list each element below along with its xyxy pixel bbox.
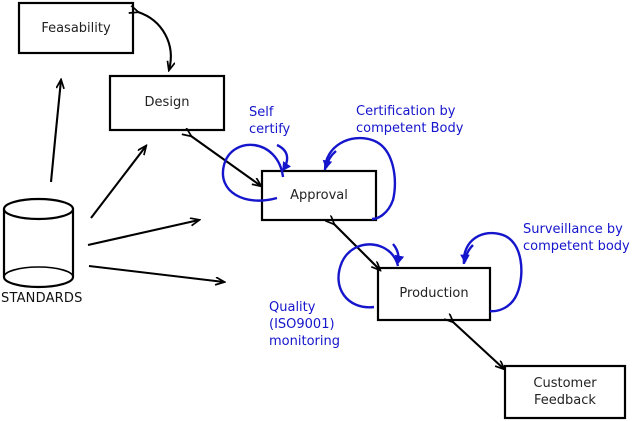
node-customer-feedback[interactable] — [503, 364, 627, 420]
annotation-certification-by-competent-body: Certification by competent Body — [356, 104, 464, 136]
loop-self-certify — [221, 143, 287, 202]
annotation-self-certify: Self certify — [249, 105, 291, 137]
edge-standards-approval — [87, 220, 199, 247]
node-approval[interactable] — [260, 169, 378, 222]
node-standards-cylinder[interactable] — [2, 197, 75, 289]
edge-standards-feasability — [49, 80, 61, 183]
loop-quality-monitoring — [337, 243, 398, 309]
node-production[interactable] — [376, 266, 492, 322]
loop-surveillance — [464, 231, 523, 313]
annotation-quality-iso9001-monitoring: Quality (ISO9001) monitoring — [269, 300, 340, 349]
edge-standards-production — [88, 264, 224, 282]
edge-feasability-design — [138, 12, 171, 70]
edge-production-customer-feedback — [453, 322, 504, 369]
loop-certification — [325, 136, 397, 221]
annotation-surveillance-by-competent-body: Surveillance by competent body — [523, 222, 630, 254]
edge-standards-design — [90, 146, 146, 219]
node-feasability[interactable] — [17, 1, 135, 55]
node-label-standards: STANDARDS — [1, 291, 83, 306]
node-design[interactable] — [108, 74, 226, 132]
